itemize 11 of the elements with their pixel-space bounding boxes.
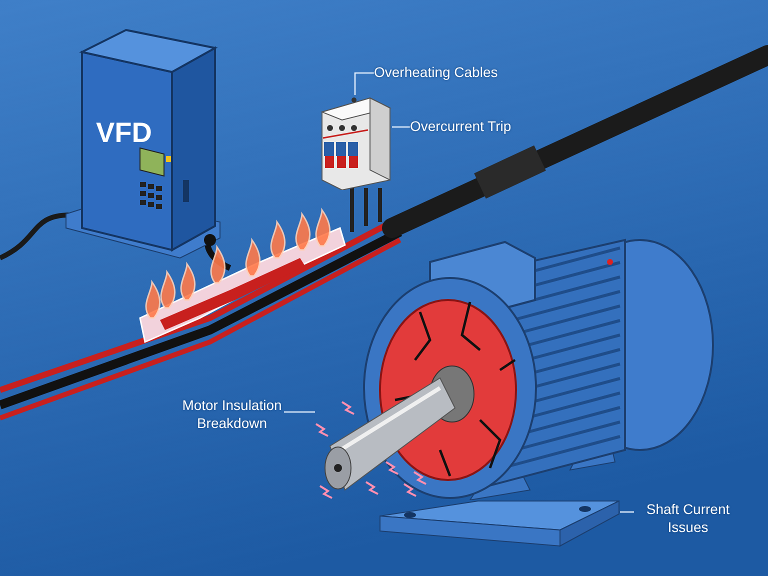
callout-label: Overcurrent Trip xyxy=(410,117,538,137)
leader-line xyxy=(284,411,315,413)
callout-label: Shaft Current Issues xyxy=(634,500,742,542)
leader-line xyxy=(392,126,410,128)
cabinet-label: VFD xyxy=(96,118,152,148)
circuit-breaker-drawing xyxy=(318,95,392,190)
leader-line xyxy=(354,72,374,95)
leader-line xyxy=(620,511,634,513)
callout-label: Overheating Cables xyxy=(374,63,526,83)
motor-base-drawing xyxy=(378,500,620,548)
callout-label: Motor Insulation Breakdown xyxy=(180,396,284,438)
